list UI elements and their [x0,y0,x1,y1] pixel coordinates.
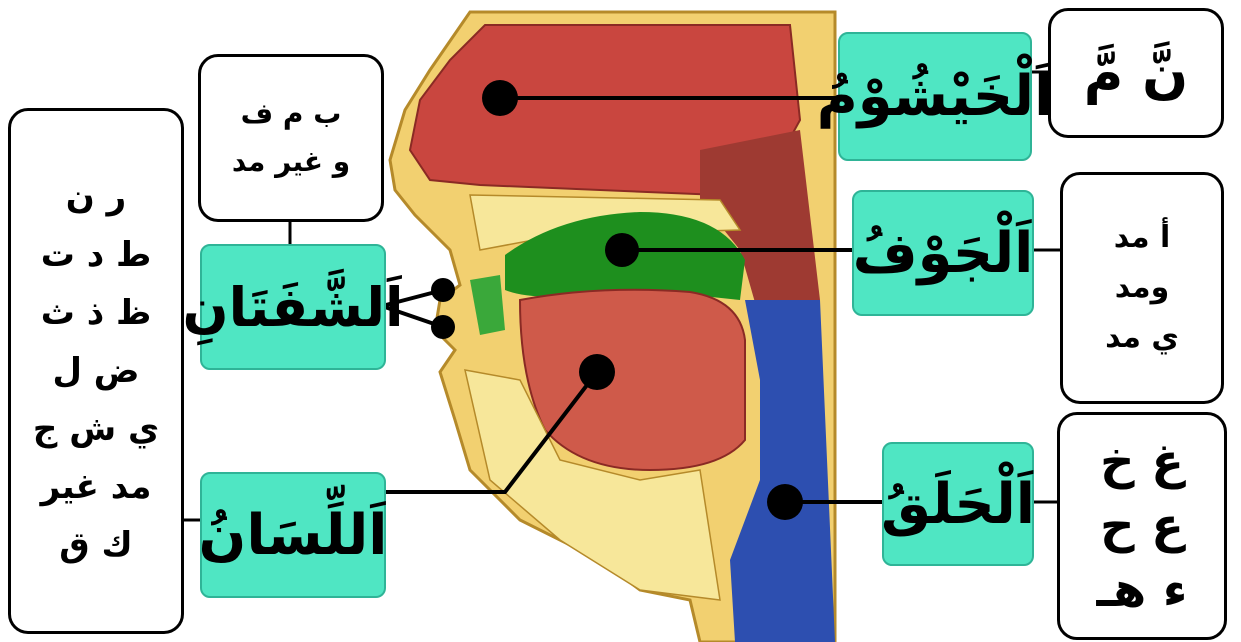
label-throat: اَلْحَلَقُ [882,442,1034,566]
letters-box-tongue: ر ن ط د ت ظ ذ ث ض ل ي ش ج مد غير ك ق [8,108,184,634]
letters-tongue-line: ك ق [59,516,132,574]
letters-lips-line: ب م ف [241,90,342,138]
letters-box-cavity: أ مد ومد ي مد [1060,172,1224,404]
letters-lips-line: و غير مد [232,138,350,186]
letters-tongue-line: مد غير [41,458,152,516]
letters-throat-line: غ خ [1100,430,1184,494]
letters-box-lips: ب م ف و غير مد [198,54,384,222]
letters-tongue-line: ر ن [66,168,126,226]
label-nasal: اَلْخَيْشُوْمُ [838,32,1032,161]
letters-tongue-line: ي ش ج [33,400,159,458]
label-lips: اَلشَّفَتَانِ [200,244,386,370]
letters-tongue-line: ظ ذ ث [41,284,152,342]
letters-tongue-line: ض ل [52,342,139,400]
letters-throat-line: ء هـ [1097,558,1188,622]
letters-nasal-line: نَّ مَّ [1084,42,1188,105]
letters-cavity-line: أ مد [1114,213,1171,263]
letters-box-nasal: نَّ مَّ [1048,8,1224,138]
letters-cavity-line: ومد [1115,263,1170,313]
label-cavity: اَلْجَوْفُ [852,190,1034,316]
label-tongue: اَللِّسَانُ [200,472,386,598]
letters-box-throat: غ خ ع ح ء هـ [1057,412,1227,640]
letters-throat-line: ع ح [1100,494,1184,558]
letters-tongue-line: ط د ت [41,226,152,284]
letters-cavity-line: ي مد [1105,313,1179,363]
